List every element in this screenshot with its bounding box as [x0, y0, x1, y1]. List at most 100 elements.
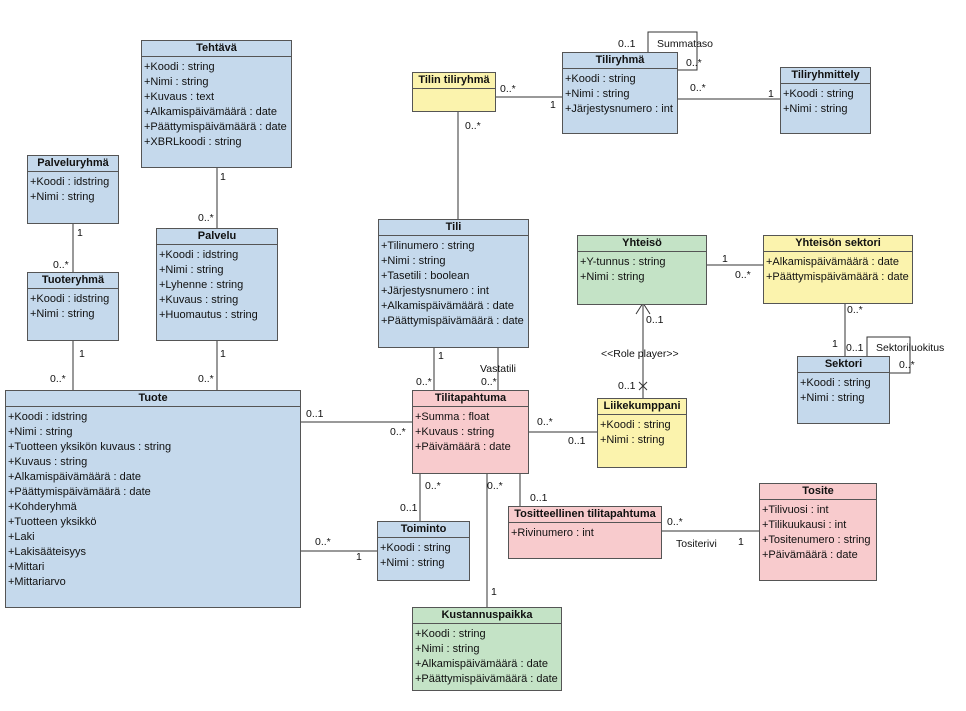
- role-tositerivi: Tositerivi: [676, 538, 717, 550]
- mult-role-top: 0..1: [646, 314, 664, 326]
- class-attribute: +Tilikuukausi : int: [762, 519, 847, 531]
- mult-tilitapahtuma-liikekumppani-right: 0..1: [568, 435, 586, 447]
- role-summataso: Summataso: [657, 38, 714, 50]
- class-attribute: +Nimi : string: [8, 426, 73, 438]
- class-attribute: +Rivinumero : int: [511, 527, 594, 539]
- class-attribute: +Nimi : string: [783, 103, 848, 115]
- class-toiminto[interactable]: Toiminto+Koodi : string+Nimi : string: [377, 521, 470, 581]
- mult-tili-tilitapahtuma-bottom: 0..*: [416, 376, 432, 388]
- mult-vastatili-bottom: 0..*: [481, 376, 497, 388]
- class-name: Palveluryhmä: [28, 156, 118, 172]
- class-tositteellinen-tilitapahtuma[interactable]: Tositteellinen tilitapahtuma+Rivinumero …: [508, 506, 662, 559]
- class-name: Yhteisö: [578, 236, 706, 252]
- mult-tehtava-palvelu-bottom: 0..*: [198, 212, 214, 224]
- class-yhteison-sektori[interactable]: Yhteisön sektori+Alkamispäivämäärä : dat…: [763, 235, 913, 304]
- class-attribute: +Alkamispäivämäärä : date: [8, 471, 141, 483]
- class-attribute: +Nimi : string: [580, 271, 645, 283]
- class-name: Tosite: [760, 484, 876, 500]
- mult-tilitapahtuma-kustannus-top: 0..*: [487, 480, 503, 492]
- mult-tuote-tilitapahtuma-left: 0..1: [306, 408, 324, 420]
- attribute-list: +Tilinumero : string+Nimi : string+Taset…: [379, 236, 528, 329]
- class-tilitapahtuma[interactable]: Tilitapahtuma+Summa : float+Kuvaus : str…: [412, 390, 529, 474]
- mult-tuoteryhma-tuote-bottom: 0..*: [50, 373, 66, 385]
- class-attribute: +Laki: [8, 531, 35, 543]
- mult-tiliryhma-tiliryhmittely-right: 1: [768, 88, 774, 100]
- class-tilin-tiliryhma[interactable]: Tilin tiliryhmä: [412, 72, 496, 112]
- class-attribute: +Mittariarvo: [8, 576, 66, 588]
- class-attribute: +Järjestysnumero : int: [565, 103, 673, 115]
- class-attribute: +Summa : float: [415, 411, 490, 423]
- mult-yhteiso-yhteisonsektori-left: 1: [722, 253, 728, 265]
- attribute-list: +Koodi : string+Nimi : string: [378, 538, 469, 571]
- class-name: Palvelu: [157, 229, 277, 245]
- class-attribute: +Koodi : idstring: [8, 411, 88, 423]
- class-attribute: +Kuvaus : string: [8, 456, 88, 468]
- class-attribute: +Järjestysnumero : int: [381, 285, 489, 297]
- class-attribute: +Koodi : idstring: [30, 176, 110, 188]
- mult-tositteellinen-tosite-left: 0..*: [667, 516, 683, 528]
- class-tili[interactable]: Tili+Tilinumero : string+Nimi : string+T…: [378, 219, 529, 348]
- mult-tili-tilitapahtuma-top: 1: [438, 350, 444, 362]
- mult-palvelu-tuote-bottom: 0..*: [198, 373, 214, 385]
- class-attribute: +Päättymispäivämäärä : date: [144, 121, 287, 133]
- class-attribute: +Mittari: [8, 561, 45, 573]
- class-attribute: +Koodi : string: [144, 61, 215, 73]
- class-attribute: +Kohderyhmä: [8, 501, 77, 513]
- mult-summataso-right: 0..*: [686, 57, 702, 69]
- attribute-list: +Koodi : string+Nimi : string+Kuvaus : t…: [142, 57, 291, 150]
- mult-tilitapahtuma-kustannus-bottom: 1: [491, 586, 497, 598]
- mult-tiliryhma-tiliryhmittely-left: 0..*: [690, 82, 706, 94]
- class-kustannuspaikka[interactable]: Kustannuspaikka+Koodi : string+Nimi : st…: [412, 607, 562, 691]
- class-name: Tuote: [6, 391, 300, 407]
- class-tuoteryhma[interactable]: Tuoteryhmä+Koodi : idstring+Nimi : strin…: [27, 272, 119, 341]
- class-attribute: +Koodi : string: [800, 377, 871, 389]
- class-sektori[interactable]: Sektori+Koodi : string+Nimi : string: [797, 356, 890, 424]
- mult-tilitapahtuma-toiminto-top: 0..*: [425, 480, 441, 492]
- class-attribute: +Koodi : idstring: [159, 249, 239, 261]
- mult-tuote-toiminto-right: 1: [356, 551, 362, 563]
- class-attribute: +Nimi : string: [30, 191, 95, 203]
- class-palvelu[interactable]: Palvelu+Koodi : idstring+Nimi : string+L…: [156, 228, 278, 341]
- class-attribute: +Nimi : string: [30, 308, 95, 320]
- mult-yhteisonsektori-sektori-top: 0..*: [847, 304, 863, 316]
- class-attribute: +Nimi : string: [600, 434, 665, 446]
- attribute-list: +Koodi : string+Nimi : string+Alkamispäi…: [413, 624, 561, 687]
- attribute-list: [413, 89, 495, 92]
- class-attribute: +Kuvaus : string: [415, 426, 495, 438]
- mult-tehtava-palvelu-top: 1: [220, 171, 226, 183]
- class-attribute: +Nimi : string: [381, 255, 446, 267]
- mult-yhteisonsektori-sektori-bottom: 1: [832, 338, 838, 350]
- class-tiliryhma[interactable]: Tiliryhmä+Koodi : string+Nimi : string+J…: [562, 52, 678, 134]
- class-attribute: +Nimi : string: [565, 88, 630, 100]
- mult-tilintiliryhma-tili: 0..*: [465, 120, 481, 132]
- attribute-list: +Koodi : idstring+Nimi : string: [28, 289, 118, 322]
- class-palveluryhma[interactable]: Palveluryhmä +Koodi : idstring +Nimi : str…: [27, 155, 119, 224]
- class-attribute: +XBRLkoodi : string: [144, 136, 242, 148]
- mult-palveluryhma-tuoteryhma-bottom: 0..*: [53, 259, 69, 271]
- class-attribute: +Lakisääteisyys: [8, 546, 86, 558]
- attribute-list: +Summa : float +Kuvaus : string +Päivämäär…: [413, 407, 528, 455]
- class-name: Tili: [379, 220, 528, 236]
- mult-tilitapahtuma-tositteellinen: 0..1: [530, 492, 548, 504]
- class-attribute: +Päättymispäivämäärä : date: [381, 315, 524, 327]
- attribute-list: +Koodi : string+Nimi : string: [781, 84, 870, 117]
- attribute-list: +Koodi : string+Nimi : string: [598, 415, 686, 448]
- class-liikekumppani[interactable]: Liikekumppani+Koodi : string+Nimi : stri…: [597, 398, 687, 468]
- class-name: Tilin tiliryhmä: [413, 73, 495, 89]
- class-attribute: +Kuvaus : string: [159, 294, 239, 306]
- class-attribute: +Lyhenne : string: [159, 279, 244, 291]
- class-attribute: +Päivämäärä : date: [415, 441, 511, 453]
- class-attribute: +Tuotteen yksikkö: [8, 516, 97, 528]
- class-tosite[interactable]: Tosite+Tilivuosi : int+Tilikuukausi : in…: [759, 483, 877, 581]
- mult-tilitapahtuma-toiminto-bottom: 0..1: [400, 502, 418, 514]
- class-attribute: +Tuotteen yksikön kuvaus : string: [8, 441, 172, 453]
- class-tehtava[interactable]: Tehtävä+Koodi : string+Nimi : string+Kuv…: [141, 40, 292, 168]
- assoc-sektoriluokitus-loop: [866, 336, 911, 374]
- class-yhteiso[interactable]: Yhteisö+Y-tunnus : string+Nimi : string: [577, 235, 707, 305]
- attribute-list: +Y-tunnus : string+Nimi : string: [578, 252, 706, 285]
- mult-tilintiliryhma-tiliryhma-right: 1: [550, 99, 556, 111]
- class-attribute: +Tositenumero : string: [762, 534, 871, 546]
- class-tiliryhmittely[interactable]: Tiliryhmittely+Koodi : string+Nimi : str…: [780, 67, 871, 134]
- class-tuote[interactable]: Tuote +Koodi : idstring +Nimi : string +Tuo…: [5, 390, 301, 608]
